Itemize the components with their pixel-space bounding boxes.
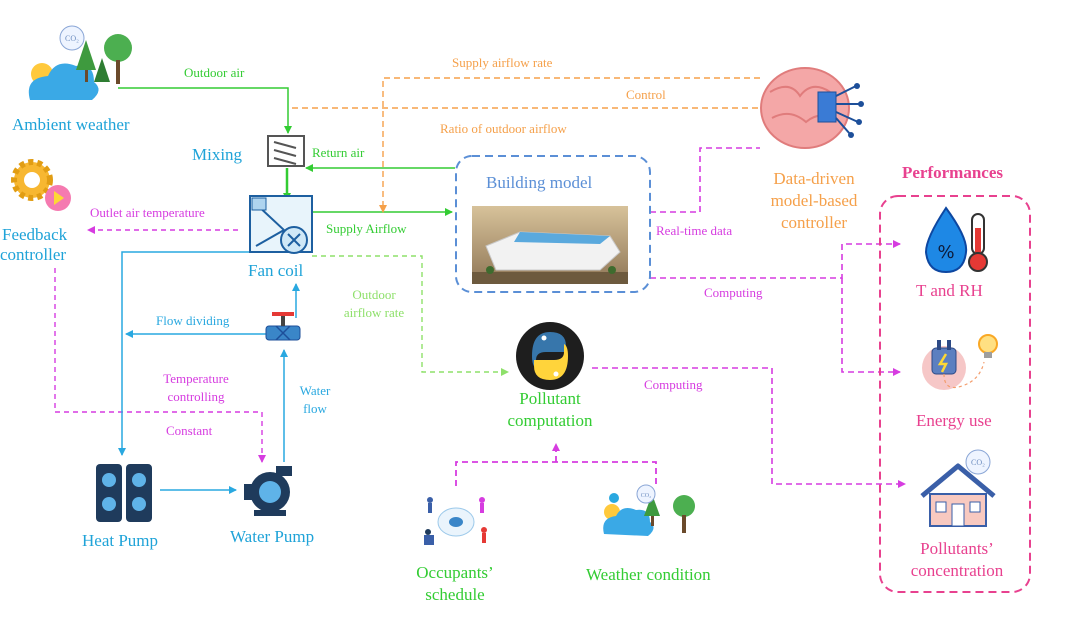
computing-energy-line: [841, 278, 901, 376]
weather-trees-icon: CO₂: [603, 484, 695, 536]
pollutant-computation-label-1: Pollutant: [519, 389, 581, 408]
outlet-air-temperature-label: Outlet air temperature: [90, 205, 205, 220]
house-co2-icon: CO₂: [920, 449, 996, 527]
mixing-box-icon: [267, 135, 305, 167]
mixing-label: Mixing: [192, 145, 243, 164]
building-model-label: Building model: [486, 173, 593, 192]
performances-label: Performances: [902, 163, 1004, 182]
computing-label-1: Computing: [704, 285, 763, 300]
return-air-label: Return air: [312, 145, 365, 160]
realtime-data-line: [650, 147, 760, 213]
constant-label: Constant: [166, 423, 213, 438]
inputs-to-pollutant-line: [455, 444, 657, 486]
supply-airflow-label: Supply Airflow: [326, 221, 407, 236]
feedback-controller-label-1: Feedback: [2, 225, 68, 244]
building-model-box: [455, 155, 651, 293]
temperature-controlling-label-1: Temperature: [163, 371, 229, 386]
co2-icon-text: CO₂: [65, 34, 79, 43]
building-photo-icon: [472, 206, 628, 284]
control-label: Control: [626, 87, 666, 102]
weather-condition-label: Weather condition: [586, 565, 711, 584]
heat-pump-icon: [96, 464, 152, 522]
outdoor-airflow-rate-label-2: airflow rate: [343, 305, 405, 320]
computing-1-line: [650, 240, 901, 279]
supply-airflow-rate-label: Supply airflow rate: [452, 55, 553, 70]
fan-coil-label: Fan coil: [248, 261, 304, 280]
feedback-to-pump-line: [54, 268, 266, 463]
fan-coil-icon: [249, 195, 313, 254]
computing-label-2: Computing: [644, 377, 703, 392]
gear-play-icon: [11, 159, 71, 211]
water-flow-label-2: flow: [303, 401, 327, 416]
computing-2-line: [592, 367, 906, 488]
water-flow-label-1: Water: [299, 383, 331, 398]
pollutant-computation-label-2: computation: [507, 411, 593, 430]
occupants-schedule-label-2: schedule: [425, 585, 485, 604]
cloud-sun-trees-icon: CO₂: [28, 25, 132, 100]
outdoor-air-arrow: [118, 87, 292, 134]
occupants-schedule-label-1: Occupants’: [416, 563, 494, 582]
data-driven-label-3: controller: [780, 213, 848, 232]
outdoor-air-label: Outdoor air: [184, 65, 245, 80]
data-driven-label-1: Data-driven: [773, 169, 855, 188]
svg-text:%: %: [937, 242, 954, 263]
water-pump-label: Water Pump: [230, 527, 315, 546]
fancoil-to-heatpump-line: [118, 251, 250, 456]
outdoor-airflow-rate-line: [312, 255, 509, 376]
real-time-data-label: Real-time data: [656, 223, 733, 238]
water-pump-icon: [244, 466, 292, 516]
brain-chip-icon: [760, 67, 864, 149]
t-and-rh-label: T and RH: [916, 281, 983, 300]
heat-pump-label: Heat Pump: [82, 531, 159, 550]
feedback-controller-label-2: controller: [0, 245, 67, 264]
performances-box: [879, 195, 1031, 593]
outdoor-airflow-rate-label-1: Outdoor: [352, 287, 396, 302]
flow-dividing-label: Flow dividing: [156, 313, 230, 328]
pollutants-concentration-label-2: concentration: [910, 561, 1004, 580]
energy-use-label: Energy use: [916, 411, 992, 430]
python-logo-icon: [516, 322, 584, 390]
temperature-controlling-label-2: controlling: [167, 389, 225, 404]
ratio-outdoor-airflow-label: Ratio of outdoor airflow: [440, 121, 567, 136]
co2-weather-text: CO₂: [641, 493, 651, 499]
co2-house-text: CO₂: [971, 458, 985, 467]
supply-airflow-rate-line: [379, 77, 760, 213]
plug-bulb-icon: [922, 334, 998, 390]
data-driven-label-2: model-based: [770, 191, 858, 210]
ambient-weather-label: Ambient weather: [12, 115, 130, 134]
drop-thermometer-icon: %: [924, 206, 988, 274]
valve-icon: [265, 312, 301, 341]
pollutants-concentration-label-1: Pollutants’: [920, 539, 994, 558]
occupants-icon: [424, 497, 487, 545]
